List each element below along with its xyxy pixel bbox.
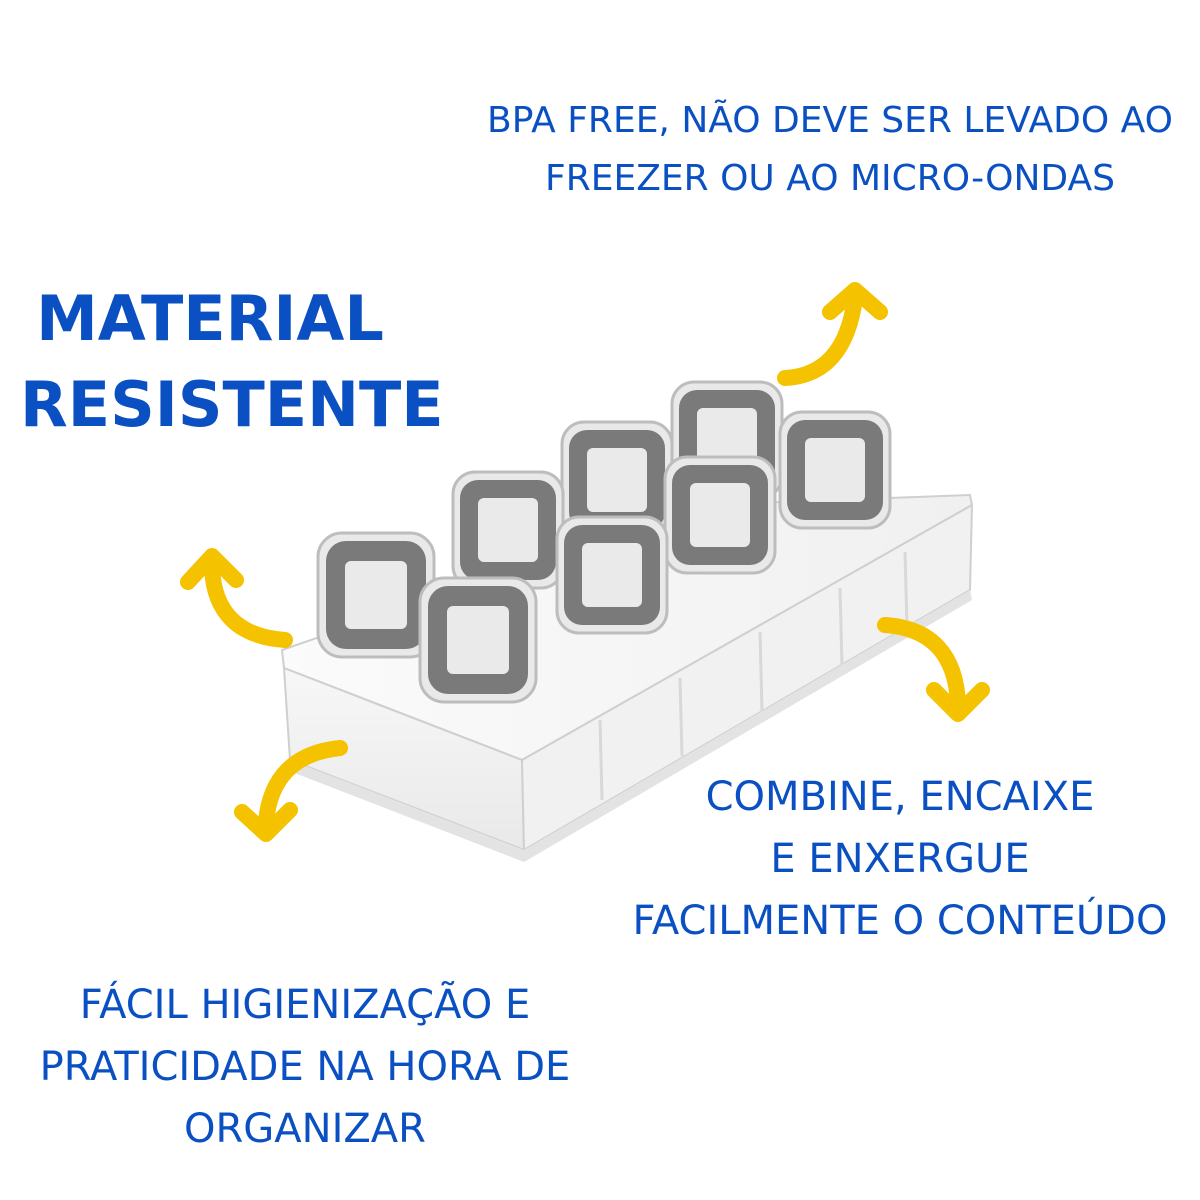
caption-line: FREEZER OU AO MICRO-ONDAS <box>545 158 1115 199</box>
caption-line: PRATICIDADE NA HORA DE <box>39 1044 571 1090</box>
caption-line: FÁCIL HIGIENIZAÇÃO E <box>79 982 531 1028</box>
container-lids <box>316 380 892 704</box>
caption-line: ORGANIZAR <box>184 1106 426 1152</box>
caption-line: BPA FREE, NÃO DEVE SER LEVADO AO <box>487 100 1173 141</box>
caption-line: MATERIAL <box>36 282 384 355</box>
caption-combine-encaixe: COMBINE, ENCAIXE E ENXERGUE FACILMENTE O… <box>610 766 1190 952</box>
caption-facil-higienizacao: FÁCIL HIGIENIZAÇÃO E PRATICIDADE NA HORA… <box>20 974 590 1160</box>
caption-line: E ENXERGUE <box>770 836 1030 882</box>
caption-line: COMBINE, ENCAIXE <box>705 774 1095 820</box>
caption-bpa-free: BPA FREE, NÃO DEVE SER LEVADO AO FREEZER… <box>470 92 1190 208</box>
caption-line: FACILMENTE O CONTEÚDO <box>632 898 1168 944</box>
caption-material-resistente: MATERIAL RESISTENTE <box>20 276 444 448</box>
caption-line: RESISTENTE <box>20 368 444 441</box>
